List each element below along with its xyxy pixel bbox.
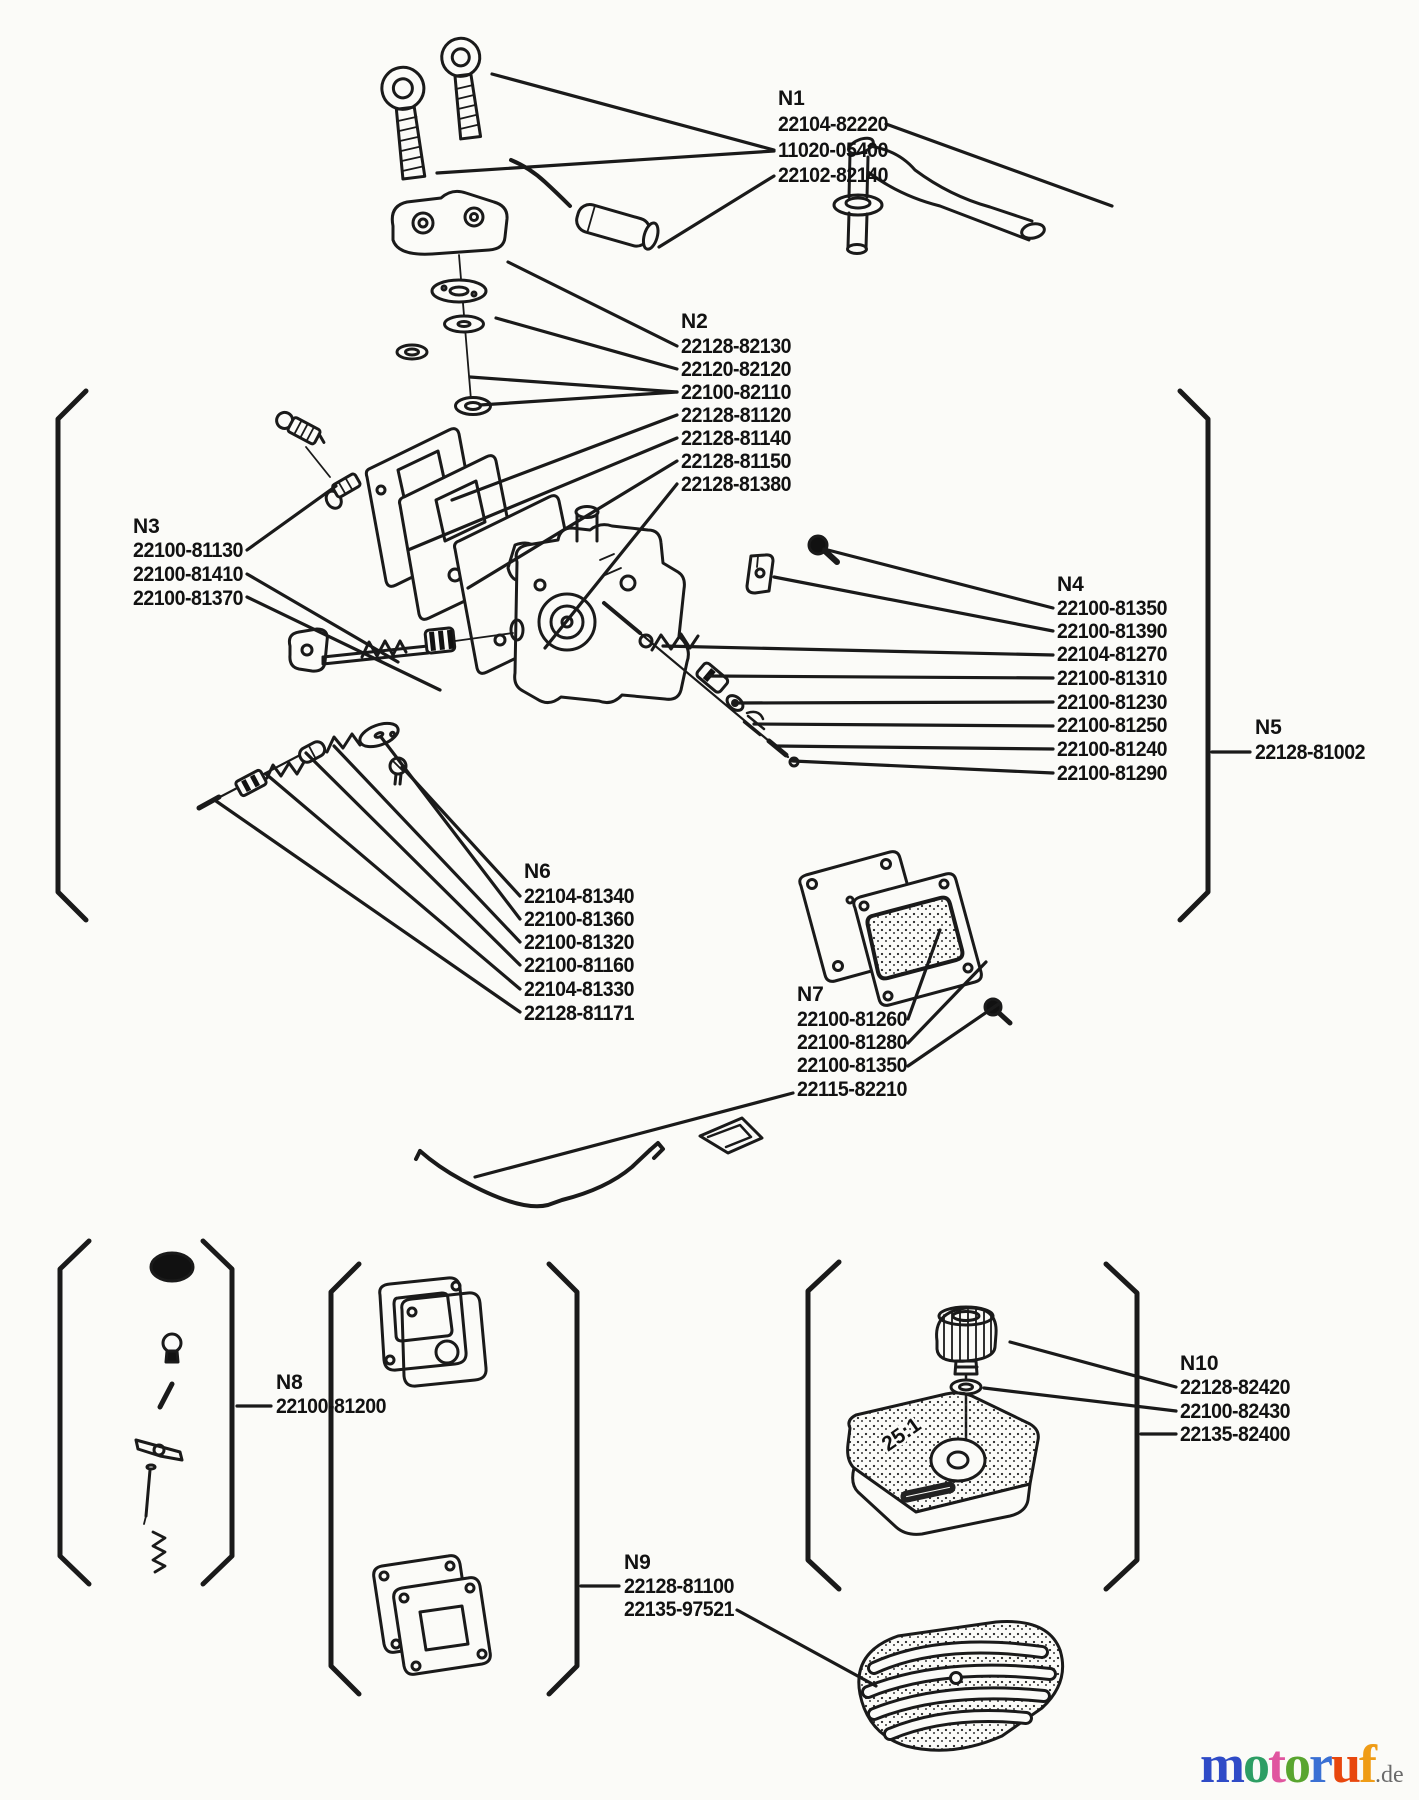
group-id-label: N1 bbox=[778, 87, 805, 110]
main-group-bracket-right bbox=[1177, 388, 1211, 923]
n10-bracket-left bbox=[805, 1259, 842, 1592]
part-number-label: 22100-81350 bbox=[797, 1054, 907, 1077]
logo-suffix: .de bbox=[1375, 1762, 1404, 1788]
tank-cover-drawing: 25:1 bbox=[846, 1391, 1040, 1536]
group-id-label: N5 bbox=[1255, 716, 1282, 739]
logo-letter: u bbox=[1331, 1734, 1360, 1794]
part-number-label: 22128-81120 bbox=[681, 404, 791, 427]
part-number-label: 22100-81200 bbox=[276, 1395, 386, 1418]
throttle-plate-stack-drawing bbox=[390, 189, 509, 416]
part-number-label: 22100-82430 bbox=[1180, 1400, 1290, 1423]
part-number-label: 22128-81380 bbox=[681, 473, 791, 496]
group-id-label: N7 bbox=[797, 983, 824, 1006]
part-number-label: 22102-82140 bbox=[778, 164, 888, 187]
part-number-label: 22100-81360 bbox=[524, 908, 634, 931]
mixture-screw-set-drawing bbox=[196, 721, 408, 811]
choke-rod-drawing bbox=[509, 158, 660, 251]
part-number-label: 22135-97521 bbox=[624, 1598, 735, 1621]
part-number-label: 22100-81410 bbox=[133, 563, 243, 586]
part-number-label: 22100-81280 bbox=[797, 1031, 907, 1054]
part-number-label: 22104-82220 bbox=[778, 113, 888, 136]
part-number-label: 22128-81140 bbox=[681, 427, 791, 450]
n8-bracket-right bbox=[200, 1238, 235, 1587]
part-number-label: 22128-81171 bbox=[524, 1002, 635, 1025]
part-number-label: 22115-82210 bbox=[797, 1078, 907, 1101]
part-number-label: 22135-82400 bbox=[1180, 1423, 1290, 1446]
group-id-label: N3 bbox=[133, 515, 160, 538]
part-number-label: 22100-81350 bbox=[1057, 597, 1167, 620]
part-number-label: 22128-82420 bbox=[1180, 1376, 1290, 1399]
brand-emblem bbox=[900, 1481, 956, 1503]
group-id-label: N10 bbox=[1180, 1352, 1219, 1375]
part-number-label: 11020-05400 bbox=[778, 139, 888, 162]
metering-parts-kit-drawing bbox=[134, 1251, 195, 1574]
group-id-label: N2 bbox=[681, 310, 708, 333]
part-number-label: 22100-81260 bbox=[797, 1008, 907, 1031]
group-id-label: N8 bbox=[276, 1371, 303, 1394]
pump-diaphragm-plates-drawing bbox=[798, 850, 1013, 1026]
part-number-label: 22100-81290 bbox=[1057, 762, 1167, 785]
part-number-label: 22100-81250 bbox=[1057, 714, 1167, 737]
part-number-label: 22100-81230 bbox=[1057, 691, 1167, 714]
part-number-label: 22128-81150 bbox=[681, 450, 791, 473]
group-id-label: N9 bbox=[624, 1551, 651, 1574]
n8-bracket-left bbox=[57, 1238, 92, 1587]
logo-letter: f bbox=[1359, 1734, 1378, 1794]
main-group-bracket-left bbox=[55, 388, 89, 923]
part-number-label: 22128-82130 bbox=[681, 335, 791, 358]
leader-lines bbox=[214, 72, 1252, 1688]
logo-letter: o bbox=[1243, 1734, 1268, 1794]
part-number-label: 22100-81370 bbox=[133, 587, 243, 610]
part-number-label: 22128-81002 bbox=[1255, 741, 1365, 764]
part-number-label: 22100-81130 bbox=[133, 539, 243, 562]
part-number-label: 22104-81270 bbox=[1057, 643, 1167, 666]
logo-letter: t bbox=[1268, 1734, 1286, 1794]
fuel-pipe-drawing bbox=[832, 136, 1046, 255]
part-labels: N1 22104-82220 11020-05400 22102-82140 N… bbox=[133, 87, 1366, 1621]
part-number-label: 22120-82120 bbox=[681, 358, 791, 381]
gasket-kit-drawing bbox=[378, 1276, 488, 1388]
throttle-wire-drawing bbox=[414, 1141, 665, 1209]
part-number-label: 22100-81160 bbox=[524, 954, 634, 977]
fuel-cap-drawing bbox=[935, 1305, 998, 1454]
logo-letter: o bbox=[1284, 1734, 1309, 1794]
part-number-label: 22100-81320 bbox=[524, 931, 634, 954]
group-id-label: N6 bbox=[524, 860, 551, 883]
part-number-label: 22100-82110 bbox=[681, 381, 791, 404]
choke-lever-drawing bbox=[698, 1116, 764, 1155]
part-number-label: 22100-81240 bbox=[1057, 738, 1167, 761]
n10-bracket-right bbox=[1103, 1261, 1140, 1592]
pump-plate-kit-drawing bbox=[372, 1554, 492, 1676]
group-id-label: N4 bbox=[1057, 573, 1084, 596]
logo-letter: m bbox=[1200, 1734, 1245, 1794]
n9-bracket-left bbox=[328, 1261, 362, 1697]
logo-letter: r bbox=[1309, 1734, 1332, 1794]
part-number-label: 22128-81100 bbox=[624, 1575, 734, 1598]
watermark-logo: motoruf.de bbox=[1200, 1734, 1404, 1794]
idle-screw-linkage-drawing bbox=[275, 410, 514, 673]
part-number-label: 22104-81340 bbox=[524, 885, 634, 908]
socket-bolt-drawing bbox=[380, 36, 483, 181]
air-cleaner-cover-drawing bbox=[857, 1620, 1065, 1752]
n9-bracket-right bbox=[546, 1261, 580, 1697]
part-number-label: 22104-81330 bbox=[524, 978, 634, 1001]
part-number-label: 22100-81310 bbox=[1057, 667, 1167, 690]
part-number-label: 22100-81390 bbox=[1057, 620, 1167, 643]
